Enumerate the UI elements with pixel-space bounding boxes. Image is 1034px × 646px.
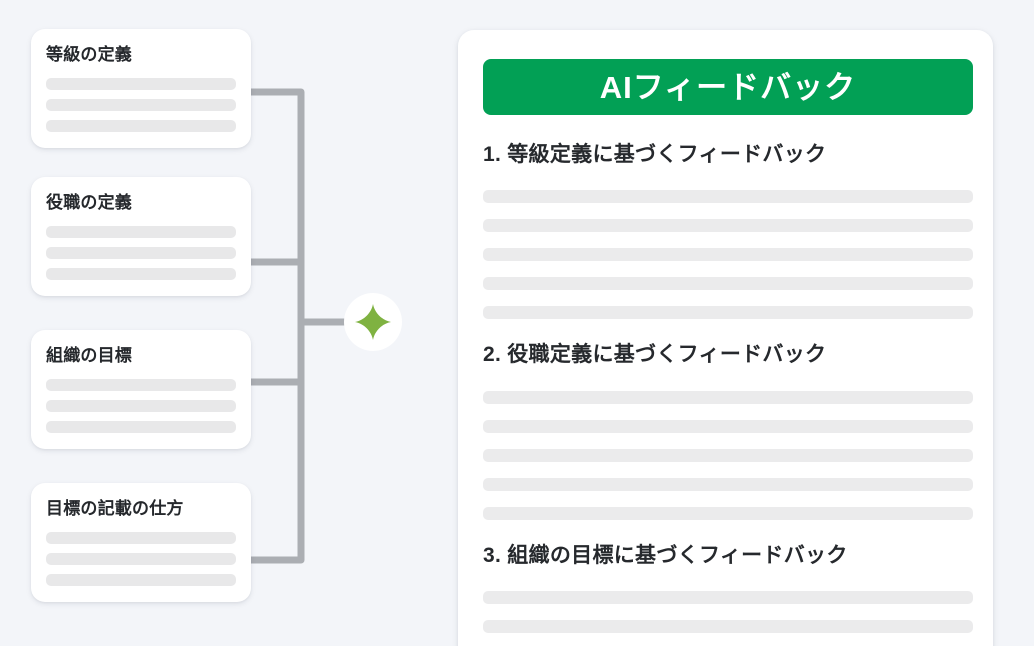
ai-node[interactable]	[344, 293, 402, 351]
placeholder-line	[46, 268, 236, 281]
placeholder-line	[483, 390, 973, 404]
source-card-title: 等級の定義	[46, 45, 132, 64]
placeholder-line	[483, 419, 973, 433]
connector-card-1	[247, 88, 305, 326]
ai-feedback-banner-title: AIフィードバック	[599, 69, 857, 105]
placeholder-line	[46, 226, 236, 239]
placeholder-line	[483, 306, 973, 320]
placeholder-line	[46, 99, 236, 112]
source-card-title: 役職の定義	[46, 193, 132, 212]
placeholder-line	[483, 448, 973, 462]
feedback-section-2: 2. 役職定義に基づくフィードバック	[483, 341, 973, 520]
source-card-goal-writing-method[interactable]: 目標の記載の仕方	[31, 483, 251, 603]
source-card-position-definition[interactable]: 役職の定義	[31, 177, 251, 297]
placeholder-line	[46, 247, 236, 260]
placeholder-line	[46, 120, 236, 133]
placeholder-line	[46, 553, 236, 566]
feedback-section-title: 1. 等級定義に基づくフィードバック	[483, 143, 827, 166]
placeholder-line	[46, 532, 236, 545]
placeholder-line	[46, 400, 236, 413]
placeholder-line	[46, 421, 236, 434]
placeholder-line	[46, 78, 236, 91]
feedback-section-3: 3. 組織の目標に基づくフィードバック	[483, 542, 973, 646]
ai-feedback-banner: AIフィードバック	[483, 59, 973, 115]
placeholder-line	[483, 619, 973, 633]
placeholder-line	[483, 506, 973, 520]
placeholder-line	[483, 277, 973, 291]
placeholder-line	[483, 590, 973, 604]
feedback-section-title: 3. 組織の目標に基づくフィードバック	[483, 543, 848, 567]
placeholder-line	[483, 248, 973, 262]
source-card-grade-definition[interactable]: 等級の定義	[31, 29, 251, 149]
feedback-section-1: 1. 等級定義に基づくフィードバック	[483, 141, 973, 320]
sparkle-icon	[355, 304, 391, 340]
placeholder-line	[483, 477, 973, 491]
placeholder-line	[483, 219, 973, 233]
source-card-title: 組織の目標	[46, 346, 132, 365]
ai-feedback-panel: AIフィードバック 1. 等級定義に基づくフィードバック 2. 役職定義に基づく…	[458, 30, 993, 646]
placeholder-line	[46, 574, 236, 587]
source-card-title: 目標の記載の仕方	[46, 499, 184, 518]
connector-card-4	[247, 318, 305, 564]
placeholder-line	[483, 190, 973, 204]
source-card-organization-goal[interactable]: 組織の目標	[31, 330, 251, 450]
placeholder-line	[46, 379, 236, 392]
feedback-section-title: 2. 役職定義に基づくフィードバック	[483, 343, 827, 367]
